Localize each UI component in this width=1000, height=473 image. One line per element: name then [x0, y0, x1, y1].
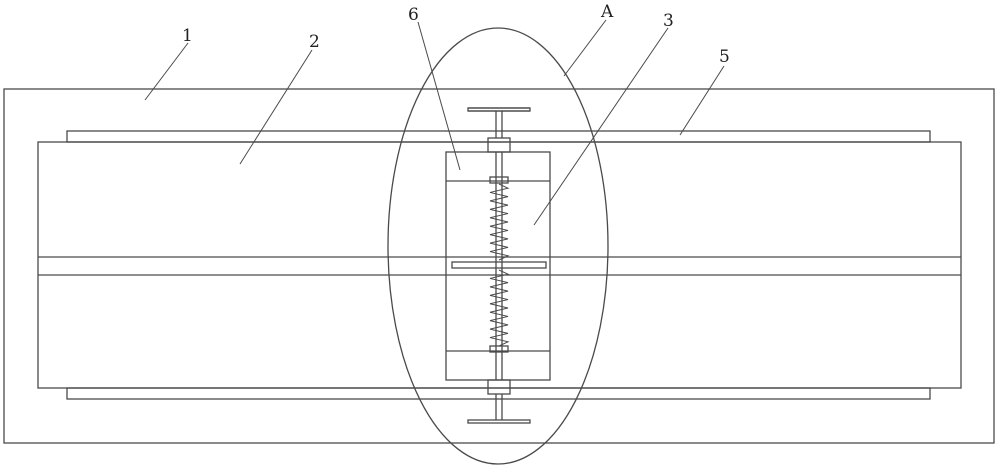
- label-3: 3: [663, 11, 674, 31]
- outer-frame: [3, 88, 995, 444]
- label-A: A: [600, 2, 614, 22]
- lower-cap-assembly: [467, 345, 531, 424]
- upper-cap-assembly: [467, 107, 531, 184]
- leader-2: [239, 49, 313, 165]
- leader-1: [144, 42, 189, 101]
- leader-lines: [144, 19, 725, 226]
- leader-3: [533, 27, 669, 226]
- detail-ellipse: [387, 27, 609, 465]
- top-rail: [66, 130, 931, 143]
- label-5: 5: [719, 47, 730, 67]
- upper-spring: [489, 183, 510, 261]
- leader-A: [563, 19, 607, 77]
- leader-6: [417, 21, 461, 171]
- label-1: 1: [182, 26, 193, 46]
- main-panel: [37, 141, 962, 389]
- label-6: 6: [408, 5, 419, 25]
- middle-plate: [451, 261, 547, 269]
- label-2: 2: [309, 32, 320, 52]
- lower-spring: [489, 269, 510, 347]
- leader-5: [679, 65, 725, 136]
